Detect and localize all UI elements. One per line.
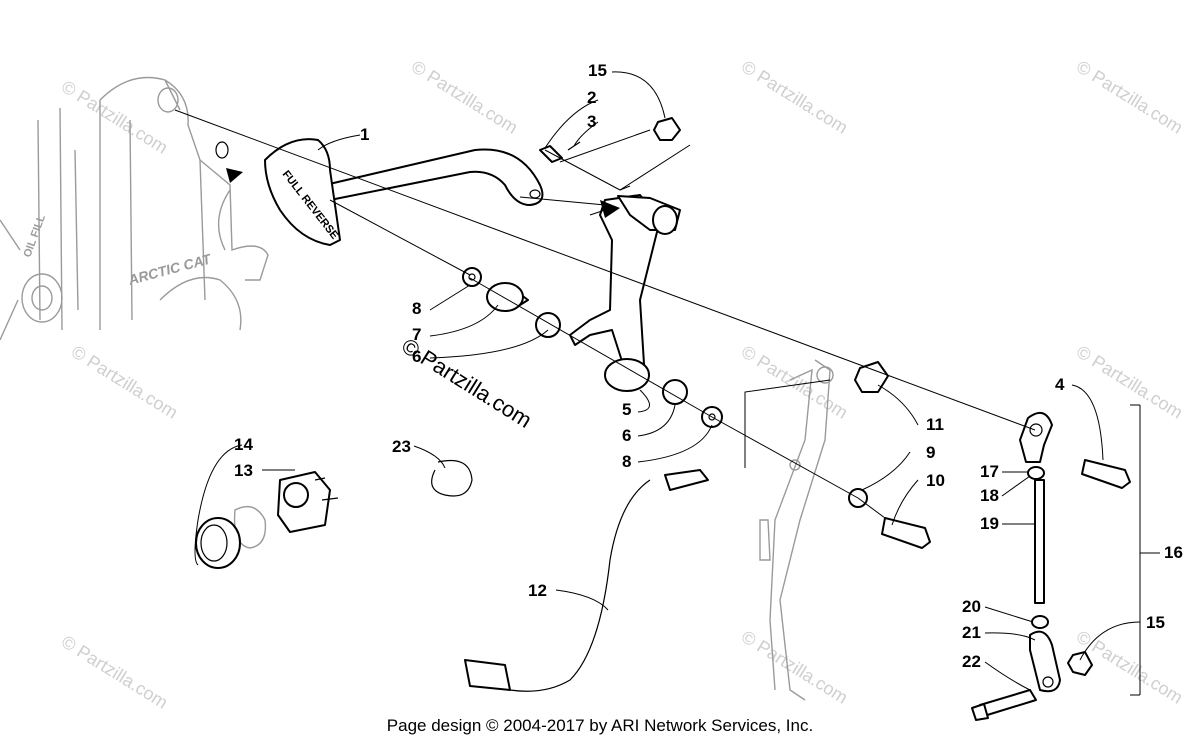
clip-23 [431, 459, 473, 497]
callout-label: 4 [1055, 375, 1065, 394]
reverse-switch [195, 471, 339, 569]
callout-label: 2 [587, 88, 596, 107]
watermark: © Partzilla.com [68, 341, 181, 422]
watermark: © Partzilla.com [1073, 341, 1186, 422]
reverse-pedal: FULL REVERSE [264, 138, 544, 246]
bolt-10 [881, 517, 931, 549]
callout-label: 11 [926, 415, 944, 434]
callout-label: 12 [528, 581, 547, 600]
tie-rod [971, 411, 1131, 721]
pins-and-nut [539, 117, 681, 163]
callout-label: 23 [392, 437, 411, 456]
callout-label: 18 [980, 486, 999, 505]
sensor-harness [464, 469, 709, 692]
brand-label: ARCTIC CAT [126, 250, 214, 288]
callout-label: 7 [412, 325, 421, 344]
callout-label: 6 [412, 347, 421, 366]
callout-label: 19 [980, 514, 999, 533]
callout-label: 3 [587, 112, 596, 131]
callout-label: 8 [622, 452, 631, 471]
leader-lines [174, 109, 1036, 519]
callout-label: 15 [1146, 613, 1165, 632]
callout-label: 1 [360, 125, 369, 144]
callout-label: 5 [622, 400, 631, 419]
nut-11 [854, 361, 889, 393]
watermark: © Partzilla.com [738, 626, 851, 707]
callout-label: 20 [962, 597, 981, 616]
oil-fill-label: OIL FILL [22, 213, 49, 259]
arrow-icon [226, 168, 243, 183]
callout-label: 16 [1164, 543, 1183, 562]
watermark: © Partzilla.com [408, 56, 521, 137]
bushings [462, 267, 723, 428]
bracket-ghost [759, 359, 834, 701]
callout-leaders [194, 71, 1160, 696]
callout-label: 14 [234, 435, 253, 454]
callouts: 1 2 3 4 5 6 6 7 8 8 9 10 11 12 13 14 15 … [234, 61, 1183, 671]
callout-label: 9 [926, 443, 935, 462]
callout-label: 6 [622, 426, 631, 445]
callout-label: 22 [962, 652, 981, 671]
callout-label: 15 [588, 61, 607, 80]
callout-label: 10 [926, 471, 945, 490]
callout-label: 17 [980, 462, 999, 481]
pivot-lever [569, 194, 681, 392]
callout-label: 13 [234, 461, 253, 480]
arrow-icon [600, 200, 620, 218]
watermark: © Partzilla.com [1073, 56, 1186, 137]
watermark: © Partzilla.com [738, 56, 851, 137]
callout-label: 8 [412, 299, 421, 318]
page-footer: Page design © 2004-2017 by ARI Network S… [386, 716, 814, 735]
watermark: © Partzilla.com [738, 341, 851, 422]
callout-label: 21 [962, 623, 981, 642]
watermark: © Partzilla.com [58, 631, 171, 712]
